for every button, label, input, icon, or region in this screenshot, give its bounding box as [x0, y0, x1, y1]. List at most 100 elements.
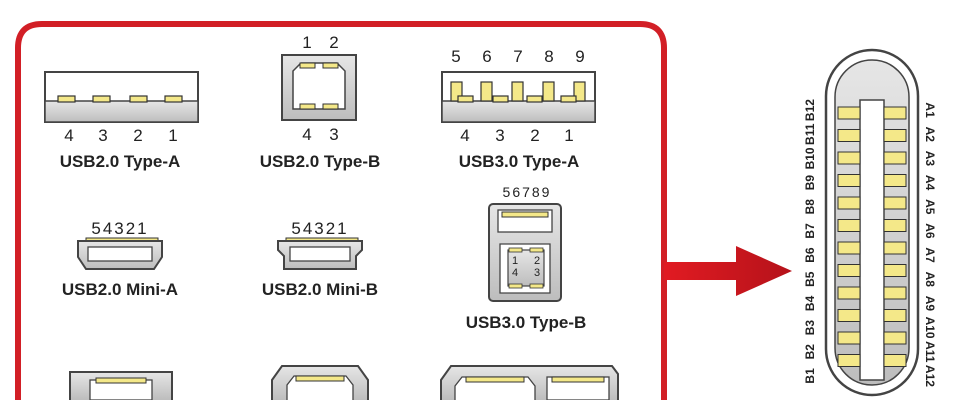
- usb30-type-a-pin: [526, 95, 543, 103]
- type-c-pin-label: A8: [923, 272, 937, 288]
- type-c-pin: [883, 286, 907, 300]
- type-c-pin-label: B8: [803, 199, 817, 215]
- pin-number: 3: [98, 126, 107, 145]
- usb30-type-a-tongue: [441, 100, 596, 123]
- type-c-pin-label: B5: [803, 271, 817, 287]
- micro-b-pin-strip: [295, 375, 345, 382]
- pin-number: 2: [530, 126, 539, 145]
- pin-number: 2: [329, 33, 338, 52]
- type-c-pin: [883, 354, 907, 367]
- usb30-type-a-connector: 5 6 7 8 9 4 3 2 1 USB3.0 Type-A: [441, 47, 596, 171]
- pin-number: 9: [575, 47, 584, 66]
- usb30-type-a-pin: [450, 81, 463, 102]
- usb30-type-a-pin: [542, 81, 555, 102]
- usb20-type-a-pin: [164, 95, 183, 103]
- type-c-pin-label: B2: [803, 344, 817, 360]
- usb-type-c-connector: [824, 48, 920, 397]
- type-c-pin: [883, 196, 907, 210]
- micro-b-usb3-connector-cropped: [440, 365, 619, 400]
- pin-number: 1: [512, 255, 518, 267]
- type-c-pin: [883, 331, 907, 345]
- connector-label: USB2.0 Type-B: [260, 152, 381, 171]
- type-c-pin-label: B7: [803, 223, 817, 239]
- usb20-type-a-pin: [57, 95, 76, 103]
- type-c-pin: [837, 331, 861, 345]
- micro-a-pin-strip: [95, 377, 147, 384]
- usb30-type-a-pin: [573, 81, 586, 102]
- type-c-pin-label: B12: [803, 99, 817, 121]
- usb20-type-b-pin: [322, 62, 339, 69]
- micro-b-usb3-pin-strip: [551, 376, 605, 383]
- usb30-type-b-pin: [508, 247, 523, 253]
- connector-label: USB2.0 Type-A: [60, 152, 181, 171]
- type-c-pin: [883, 264, 907, 277]
- direction-arrow: [664, 246, 792, 296]
- usb20-mini-b-socket: [289, 246, 351, 262]
- usb30-type-b-pin: [508, 283, 523, 289]
- type-c-pin-label: A10: [923, 317, 937, 339]
- type-c-pin: [837, 264, 861, 277]
- type-c-pin-label: B11: [803, 123, 817, 145]
- type-c-pin: [883, 219, 907, 232]
- connector-label: USB3.0 Type-B: [466, 313, 587, 332]
- micro-a-connector-cropped: [69, 371, 173, 400]
- type-c-pin: [837, 241, 861, 255]
- pin-numbers: 54321: [291, 219, 348, 238]
- pin-number: 2: [133, 126, 142, 145]
- pin-number: 1: [168, 126, 177, 145]
- type-c-pin-label: A4: [923, 175, 937, 191]
- usb20-type-b-connector: 1 2 4 3 USB2.0 Type-B: [260, 33, 381, 171]
- usb30-type-b-pin: [529, 283, 544, 289]
- type-c-pin-label: A12: [923, 365, 937, 387]
- pin-numbers: 54321: [91, 219, 148, 238]
- type-c-pin: [883, 106, 907, 120]
- usb30-type-a-pin: [480, 81, 493, 102]
- type-c-pin: [883, 309, 907, 322]
- connector-group-frame: [15, 21, 667, 400]
- type-c-pin-label: A11: [923, 341, 937, 363]
- micro-b-connector-cropped: [271, 365, 369, 400]
- usb30-type-a-pin: [457, 95, 474, 103]
- type-c-pin-column-left: [837, 106, 861, 367]
- type-c-pin: [883, 174, 907, 187]
- connector-label: USB2.0 Mini-A: [62, 280, 178, 299]
- type-c-pin-column-right: [883, 106, 907, 367]
- type-c-pin-label: A6: [923, 223, 937, 239]
- pin-number: 3: [495, 126, 504, 145]
- usb30-type-b-pin: [529, 247, 544, 253]
- type-c-pin: [883, 151, 907, 165]
- pin-number: 4: [512, 267, 518, 279]
- usb30-type-b-inner-tongue: [507, 249, 545, 287]
- usb30-type-b-upper-pin-strip: [501, 211, 549, 218]
- usb20-type-b-pin: [322, 103, 339, 110]
- connector-label: USB2.0 Mini-B: [262, 280, 378, 299]
- usb20-mini-b-connector: 54321 USB2.0 Mini-B: [262, 219, 378, 299]
- type-c-pin: [883, 241, 907, 255]
- usb20-mini-a-connector: 54321 USB2.0 Mini-A: [62, 219, 178, 299]
- type-c-pin-label: A3: [923, 151, 937, 167]
- usb20-type-b-socket: [292, 62, 346, 110]
- usb20-type-a-pin: [92, 95, 111, 103]
- usb30-type-a-pin: [560, 95, 577, 103]
- pin-number: 4: [302, 125, 311, 144]
- pin-number: 3: [329, 125, 338, 144]
- type-c-pin-label: A7: [923, 247, 937, 263]
- usb30-type-b-connector: 56789 1 2 4 3 USB3.0 Type-B: [466, 184, 587, 332]
- type-c-pin-label: A2: [923, 127, 937, 143]
- type-c-pin: [837, 354, 861, 367]
- type-c-pin-label: B4: [803, 295, 817, 311]
- pin-number: 7: [513, 47, 522, 66]
- pin-number: 3: [534, 267, 540, 279]
- usb20-type-a-tongue: [44, 100, 199, 123]
- type-c-pin-label: B6: [803, 247, 817, 263]
- type-c-pin-label: B9: [803, 175, 817, 191]
- pin-number: 5: [451, 47, 460, 66]
- micro-b-usb3-pin-strip: [465, 376, 525, 383]
- usb20-type-b-pin: [299, 103, 316, 110]
- type-c-pin-label: B1: [803, 368, 817, 384]
- pin-number: 1: [564, 126, 573, 145]
- type-c-pin: [837, 309, 861, 322]
- type-c-pin: [883, 129, 907, 142]
